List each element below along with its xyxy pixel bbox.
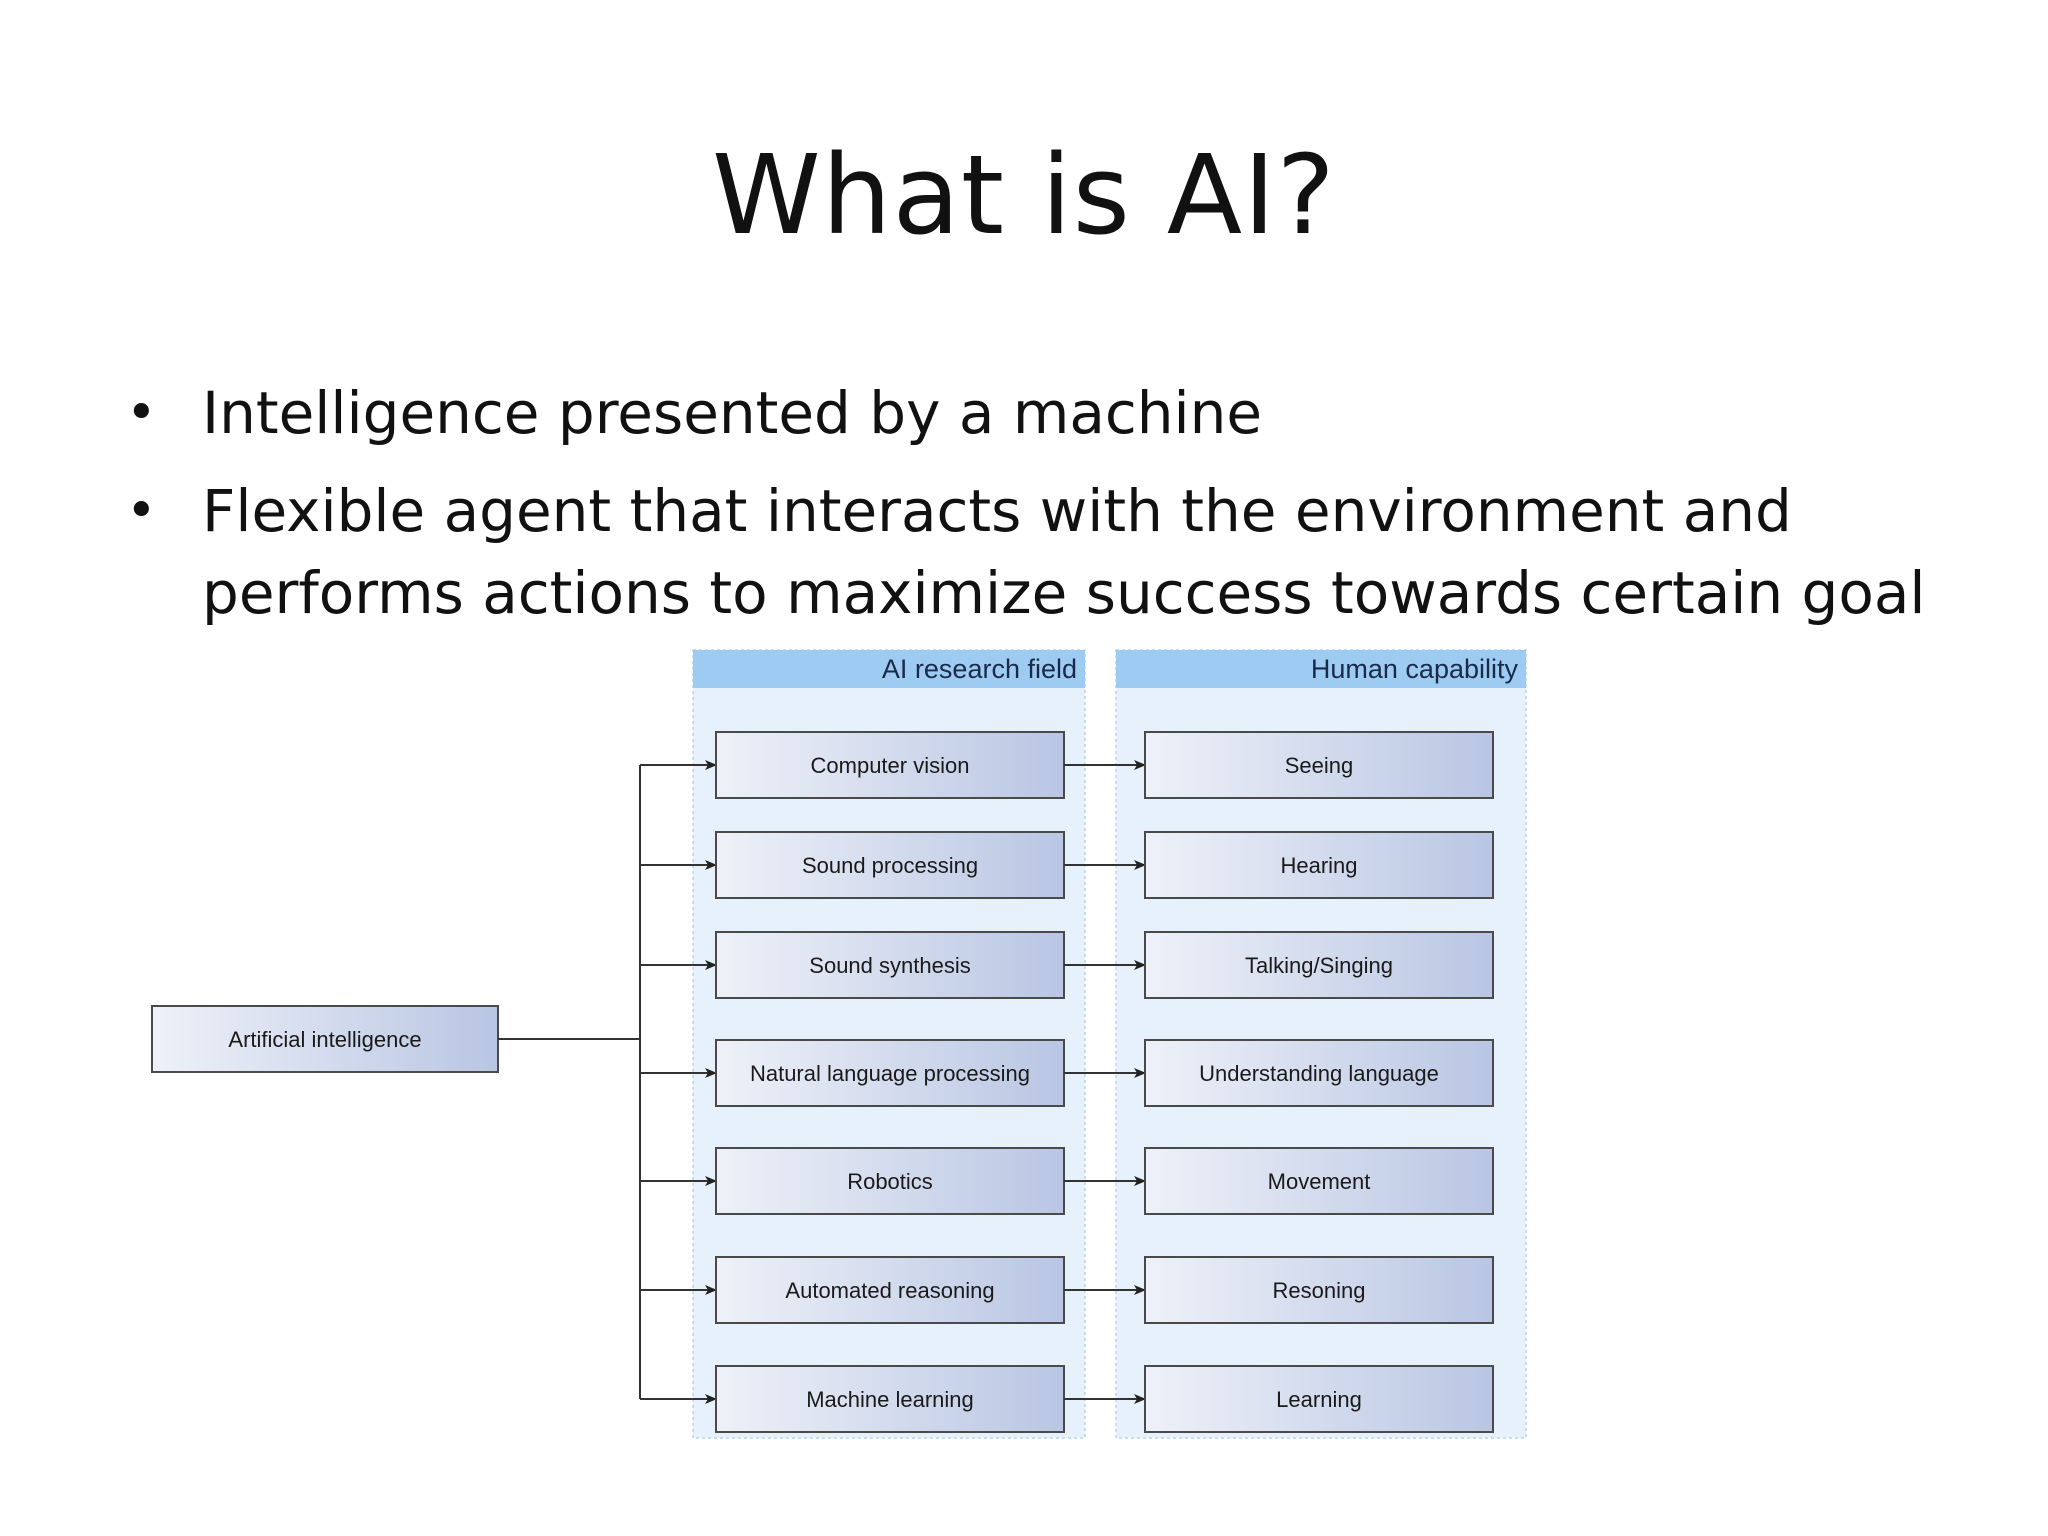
bullet-item: • Intelligence presented by a machine (120, 372, 1980, 454)
bullet-dot-icon: • (126, 383, 157, 443)
capability-label: Seeing (1285, 753, 1354, 778)
field-box (715, 1039, 1065, 1107)
capability-label: Hearing (1280, 853, 1357, 878)
capability-label: Learning (1276, 1387, 1362, 1412)
capability-box (1144, 731, 1494, 799)
capability-box (1144, 1365, 1494, 1433)
capability-label: Resoning (1273, 1278, 1366, 1303)
field-label: Sound synthesis (809, 953, 970, 978)
research-header: AI research field (882, 654, 1077, 684)
field-label: Automated reasoning (785, 1278, 994, 1303)
field-box (715, 1365, 1065, 1433)
field-label: Machine learning (806, 1387, 974, 1412)
bullet-text: Flexible agent that interacts with the e… (202, 477, 1926, 627)
field-label: Robotics (847, 1169, 933, 1194)
bullet-text: Intelligence presented by a machine (202, 379, 1263, 447)
bullet-dot-icon: • (126, 481, 157, 541)
field-box (715, 931, 1065, 999)
research-panel-header-bar (693, 650, 1085, 688)
source-node-label: Artificial intelligence (228, 1027, 421, 1052)
field-label: Natural language processing (750, 1061, 1030, 1086)
field-box (715, 1147, 1065, 1215)
capability-label: Understanding language (1199, 1061, 1439, 1086)
capability-box (1144, 831, 1494, 899)
capability-box (1144, 931, 1494, 999)
field-label: Sound processing (802, 853, 978, 878)
field-box (715, 831, 1065, 899)
field-box (715, 731, 1065, 799)
capability-box (1144, 1256, 1494, 1324)
capability-label: Movement (1268, 1169, 1371, 1194)
bullet-list: • Intelligence presented by a machine • … (120, 372, 1980, 650)
capability-label: Talking/Singing (1245, 953, 1393, 978)
capability-panel-header-bar (1116, 650, 1526, 688)
slide-title: What is AI? (712, 131, 1336, 259)
field-label: Computer vision (811, 753, 970, 778)
bullet-item: • Flexible agent that interacts with the… (120, 470, 1980, 634)
capability-header: Human capability (1311, 654, 1519, 684)
capability-box (1144, 1039, 1494, 1107)
capability-box (1144, 1147, 1494, 1215)
